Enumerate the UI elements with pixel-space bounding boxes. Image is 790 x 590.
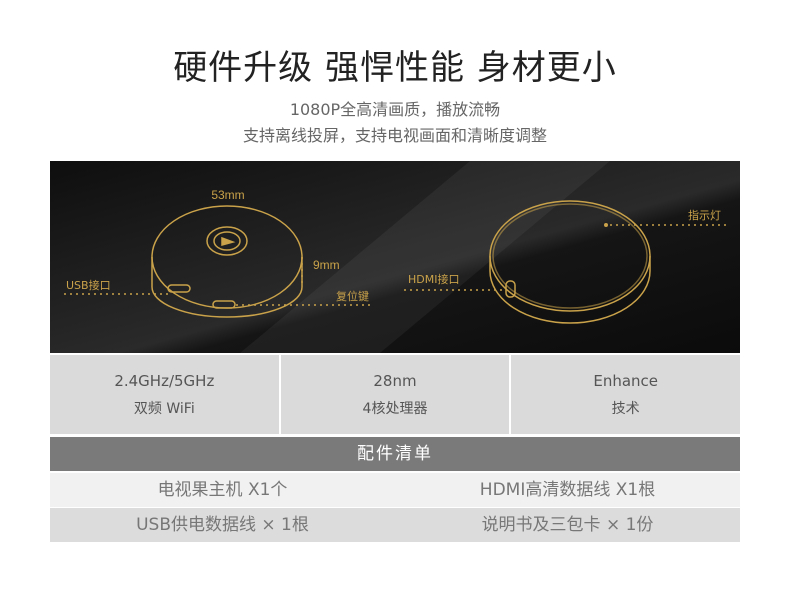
product-diagram: 53mm 9mm USB接口 复位键 HDMI接口 指示灯: [50, 161, 740, 353]
device-back: [489, 200, 651, 324]
accessories-row: 电视果主机 X1个 HDMI高清数据线 X1根: [50, 473, 740, 507]
accessory-item: HDMI高清数据线 X1根: [479, 480, 656, 500]
spec-processor: 28nm 4核处理器: [281, 355, 512, 434]
device-back-callouts: [404, 224, 726, 291]
accessories-title: 配件清单: [50, 437, 740, 471]
subtitle-casting: 支持离线投屏，支持电视画面和清晰度调整: [242, 126, 547, 145]
width-label: 53mm: [211, 188, 244, 202]
spec-wifi-value: 2.4GHz/5GHz: [114, 371, 215, 390]
reset-button-label: 复位键: [336, 289, 369, 303]
diagram-background: [50, 161, 740, 353]
indicator-light-icon: [604, 223, 608, 227]
device-front-callouts: [64, 257, 372, 306]
spec-enhance-value: Enhance: [593, 371, 659, 390]
accessories-row: USB供电数据线 × 1根 说明书及三包卡 × 1份: [50, 508, 740, 542]
hdmi-port-icon: [505, 280, 516, 298]
height-label: 9mm: [313, 258, 340, 272]
spec-processor-label: 4核处理器: [362, 400, 428, 417]
headline: 硬件升级 强悍性能 身材更小: [173, 48, 617, 88]
accessory-item: 电视果主机 X1个: [157, 480, 288, 500]
logo-ring-icon: [206, 226, 248, 256]
spec-wifi: 2.4GHz/5GHz 双频 WiFi: [50, 355, 281, 434]
spec-table: 2.4GHz/5GHz 双频 WiFi 28nm 4核处理器 Enhance 技…: [50, 355, 740, 434]
spec-processor-value: 28nm: [373, 371, 417, 390]
reset-button-icon: [212, 300, 236, 309]
usb-port-icon: [167, 284, 191, 293]
product-diagram-svg: 53mm 9mm USB接口 复位键 HDMI接口 指示灯: [50, 161, 740, 353]
usb-port-label: USB接口: [66, 279, 111, 292]
play-logo-icon: [221, 236, 236, 246]
spec-wifi-label: 双频 WiFi: [133, 400, 195, 417]
hdmi-port-label: HDMI接口: [408, 273, 459, 286]
indicator-light-label: 指示灯: [688, 208, 721, 222]
accessory-item: USB供电数据线 × 1根: [136, 515, 309, 535]
spec-enhance: Enhance 技术: [511, 355, 740, 434]
spec-enhance-label: 技术: [611, 400, 640, 417]
subtitle-resolution: 1080P全高清画质，播放流畅: [289, 100, 501, 119]
accessory-item: 说明书及三包卡 × 1份: [481, 515, 654, 535]
